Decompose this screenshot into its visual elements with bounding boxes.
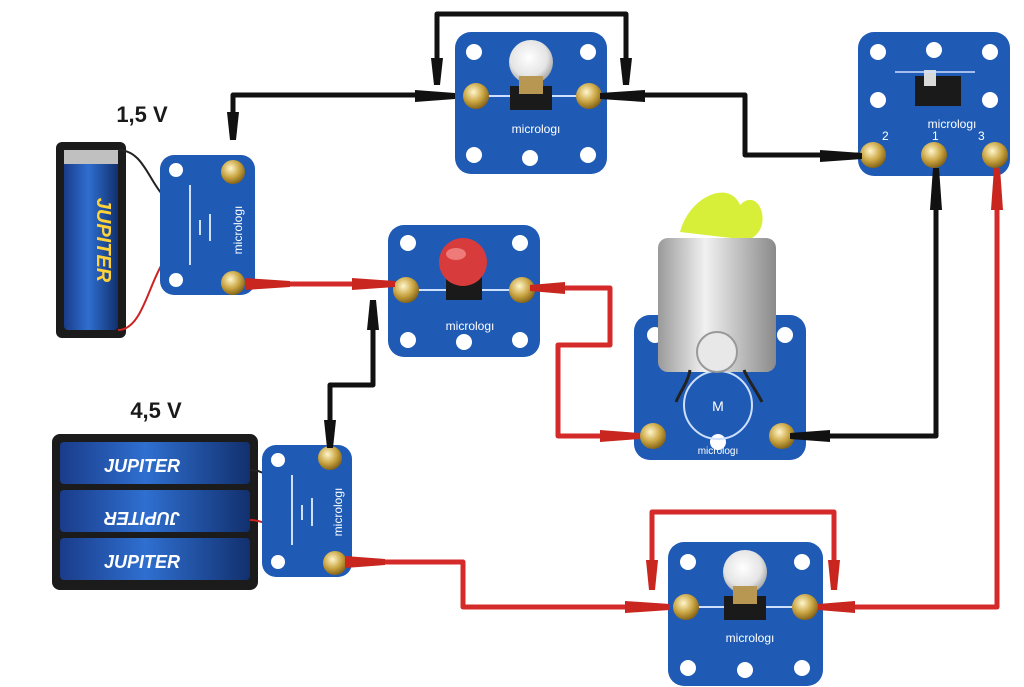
terminal-left: [640, 423, 666, 449]
plug-red: [345, 556, 385, 568]
switch-pos-label-1: 1: [932, 129, 939, 143]
terminal-left: [463, 83, 489, 109]
motor-symbol: M: [712, 398, 724, 414]
dc-motor-with-fan: M micrologı: [634, 192, 806, 460]
plug-black: [227, 112, 239, 140]
fan-blade: [680, 192, 763, 240]
wire-black-4v5-to-button: [327, 300, 376, 440]
plugs-red: [245, 168, 1003, 613]
plug-black: [790, 430, 830, 442]
voltage-label-1-5v: 1,5 V: [116, 102, 168, 127]
plug-red: [625, 601, 670, 613]
wire-black-lamp-to-switch: [605, 92, 858, 158]
battery-holder-4-5v: JUPITER JUPITER JUPITER: [52, 434, 293, 590]
switch-pos-label-2: 2: [882, 129, 889, 143]
plug-black: [620, 58, 632, 85]
terminal-3: [982, 142, 1008, 168]
terminal-top: [318, 446, 342, 470]
battery-brand-label: JUPITER: [92, 198, 114, 283]
bulb-glass: [509, 40, 553, 84]
wire-black-top-loop: [434, 11, 629, 70]
switch-pos-label-3: 3: [978, 129, 985, 143]
battery-brand-label-3: JUPITER: [104, 552, 180, 572]
plug-red: [530, 282, 565, 294]
wire-red-4v5-to-lamp: [356, 559, 640, 610]
bulb-glass: [723, 550, 767, 594]
terminal-right: [769, 423, 795, 449]
voltage-label-4-5v: 4,5 V: [130, 398, 182, 423]
lamp-bottom: micrologı: [668, 542, 823, 686]
terminal-right: [509, 277, 535, 303]
terminal-2: [860, 142, 886, 168]
wire-red-lamp-loop: [649, 509, 837, 580]
terminal-top: [221, 160, 245, 184]
battery-holder-1-5v: JUPITER: [56, 142, 186, 338]
plug-black: [600, 90, 645, 102]
board-label: micrologı: [726, 631, 775, 645]
board-label: micrologı: [231, 206, 245, 255]
lamp-top: micrologı: [455, 32, 607, 174]
plug-black: [431, 58, 443, 85]
plug-red: [991, 168, 1003, 210]
plug-black: [367, 300, 379, 330]
battery-brand-label-1: JUPITER: [104, 456, 180, 476]
plug-red: [245, 278, 290, 290]
motor-body: [658, 238, 776, 372]
board-4-5v: micrologı: [262, 445, 352, 577]
board-label: micrologı: [698, 446, 739, 457]
board-label: micrologı: [928, 117, 977, 131]
selector-switch: micrologı 2 1 3: [858, 32, 1010, 176]
plug-red: [646, 560, 658, 590]
plug-red: [352, 278, 395, 290]
plug-black: [930, 168, 942, 210]
board-label: micrologı: [446, 319, 495, 333]
terminal-left: [393, 277, 419, 303]
plugs-black: [227, 58, 942, 448]
board-label: micrologı: [512, 122, 561, 136]
plug-red: [600, 430, 640, 442]
battery-brand-label-2: JUPITER: [104, 508, 180, 528]
board-1-5v: micrologı: [160, 155, 255, 295]
board-label: micrologı: [331, 488, 345, 537]
terminal-bottom: [323, 551, 347, 575]
plug-red: [818, 601, 855, 613]
plug-black: [415, 90, 455, 102]
wire-red-switch-to-lamp: [828, 190, 1000, 610]
plug-black: [820, 150, 862, 162]
plug-black: [324, 420, 336, 448]
terminal-right: [576, 83, 602, 109]
terminal-1: [921, 142, 947, 168]
terminal-left: [673, 594, 699, 620]
wire-red-button-to-motor: [545, 285, 625, 439]
wire-black-switch-to-motor: [792, 180, 939, 439]
plug-red: [828, 560, 840, 590]
red-button-cap: [439, 238, 487, 286]
wires-red: [270, 190, 1000, 610]
push-button: micrologı: [388, 225, 540, 357]
terminal-bottom: [221, 271, 245, 295]
terminal-right: [792, 594, 818, 620]
